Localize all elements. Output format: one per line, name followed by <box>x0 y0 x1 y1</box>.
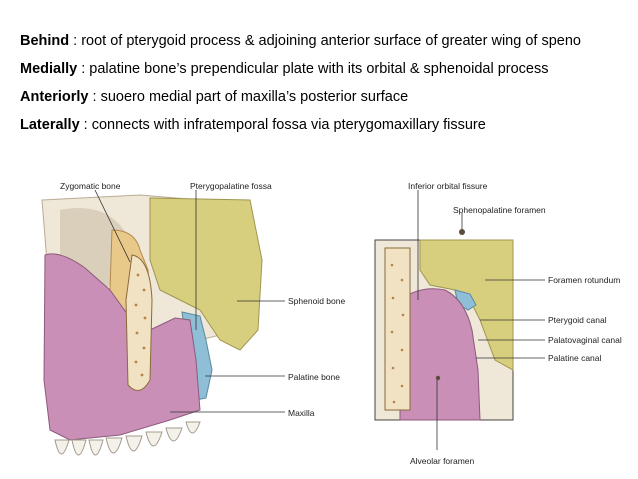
detail-sphenoid-shape <box>419 239 514 371</box>
term-anteriorly: Anteriorly <box>20 89 89 105</box>
label-maxilla: Maxilla <box>288 408 315 418</box>
label-zygomatic-bone: Zygomatic bone <box>60 181 121 191</box>
label-sphenopalatine-foramen: Sphenopalatine foramen <box>453 205 546 215</box>
label-pterygoid-canal: Pterygoid canal <box>548 315 607 325</box>
alveolar-foramen-dot <box>435 375 441 381</box>
label-palatovaginal-canal: Palatovaginal canal <box>548 335 622 345</box>
term-laterally: Laterally <box>20 117 80 133</box>
label-palatine-bone: Palatine bone <box>288 372 340 382</box>
right-detail-figure: Inferior orbital fissure Sphenopalatine … <box>374 181 622 466</box>
desc-medially: : palatine bone’s prependicular plate wi… <box>77 61 549 77</box>
maxilla-bone-shape <box>43 253 201 441</box>
left-leader-lines <box>94 189 285 413</box>
teeth-row <box>54 421 201 456</box>
label-foramen-rotundum: Foramen rotundum <box>548 275 620 285</box>
label-sphenoid-bone: Sphenoid bone <box>288 296 345 306</box>
text-line-laterally: Laterally : connects with infratemporal … <box>20 117 486 133</box>
detail-maxilla-shape <box>399 288 481 421</box>
detail-cut-pores <box>390 263 405 404</box>
label-inferior-orbital-fissure: Inferior orbital fissure <box>408 181 488 191</box>
label-palatine-canal: Palatine canal <box>548 353 602 363</box>
sphenopalatine-foramen-dot <box>459 229 465 235</box>
label-pterygopalatine-fossa: Pterygopalatine fossa <box>190 181 272 191</box>
cut-section <box>125 254 153 391</box>
term-medially: Medially <box>20 61 78 77</box>
detail-cut-section <box>384 247 411 411</box>
term-behind: Behind <box>20 33 70 49</box>
desc-laterally: : connects with infratemporal fossa via … <box>79 117 486 133</box>
text-line-behind: Behind : root of pterygoid process & adj… <box>20 33 581 49</box>
desc-anteriorly: : suoero medial part of maxilla’s poster… <box>88 89 409 105</box>
sphenoid-bone-shape <box>149 197 263 351</box>
right-leader-lines <box>417 190 545 450</box>
label-alveolar-foramen: Alveolar foramen <box>410 456 475 466</box>
text-line-anteriorly: Anteriorly : suoero medial part of maxil… <box>20 89 408 105</box>
desc-behind: : root of pterygoid process & adjoining … <box>69 33 581 49</box>
cut-section-pores <box>134 273 147 377</box>
left-skull-figure: Zygomatic bone Pterygopalatine fossa Sph… <box>41 181 345 456</box>
text-line-medially: Medially : palatine bone’s prependicular… <box>20 61 549 77</box>
